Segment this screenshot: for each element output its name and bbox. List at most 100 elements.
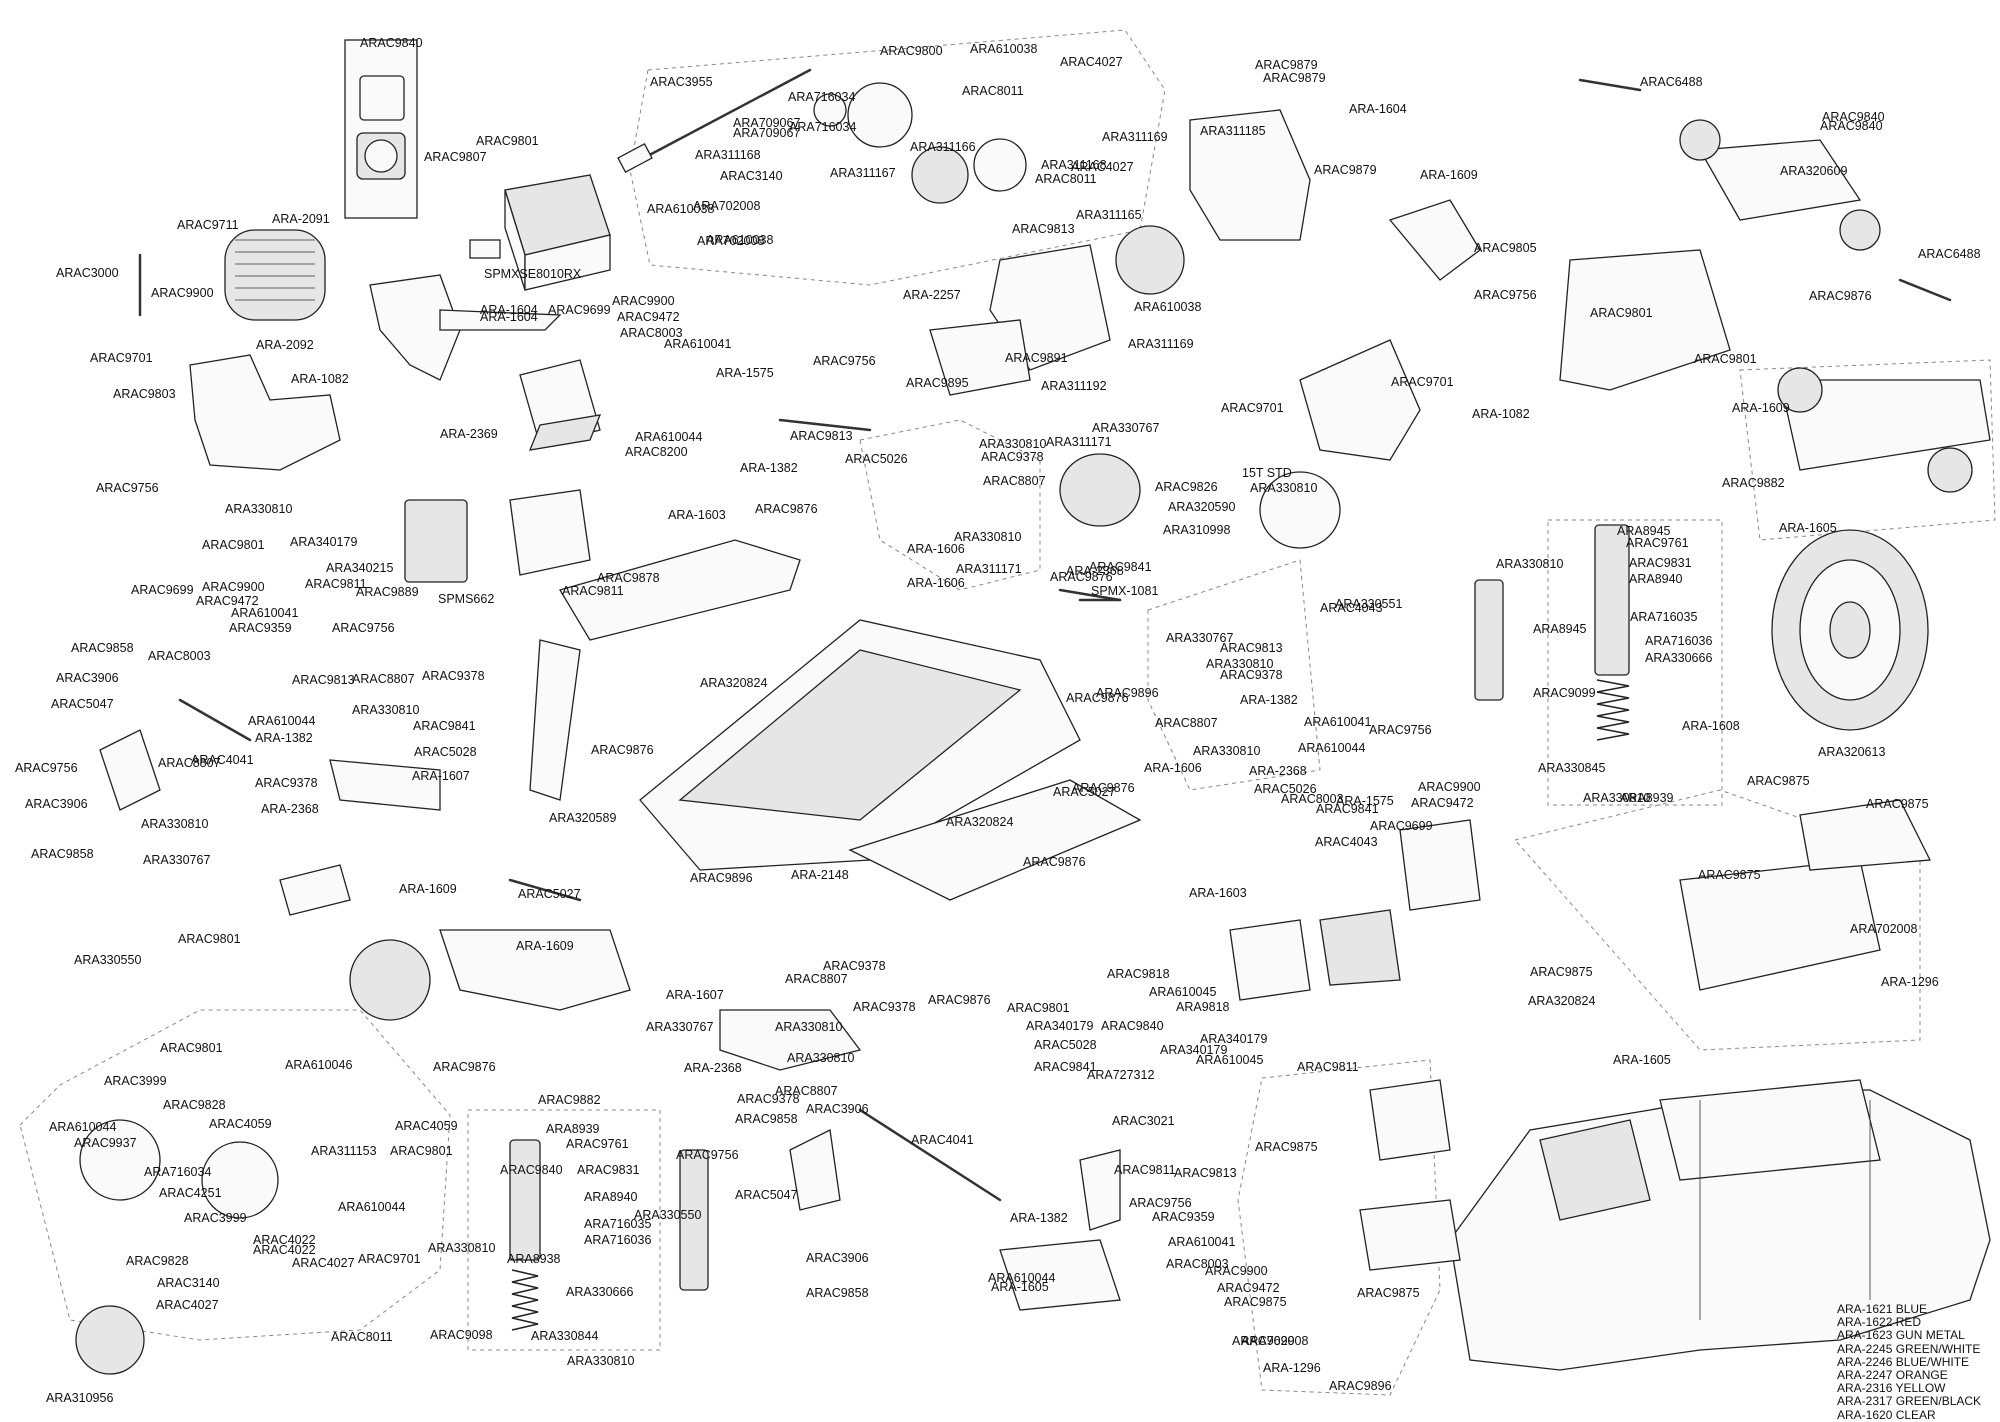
part-label: ARA311169 <box>1102 130 1168 144</box>
part-label: ARAC9840 <box>1101 1019 1164 1033</box>
part-label: ARA610044 <box>338 1200 406 1214</box>
part-label: ARA330666 <box>1645 651 1713 665</box>
rear-shock-body <box>1594 524 1630 676</box>
part-label: ARA330551 <box>1335 597 1403 611</box>
part-label: ARA-1606 <box>907 576 965 590</box>
part-label: ARAC9801 <box>476 134 539 148</box>
part-label: SPMXSE8010RX <box>484 267 582 281</box>
part-label: ARAC9699 <box>1370 819 1433 833</box>
legend-entry: ARA-1620 CLEAR <box>1837 1407 1936 1422</box>
part-label: ARA311192 <box>1041 379 1107 393</box>
part-label: ARAC9875 <box>1530 965 1593 979</box>
part-label: ARAC9811 <box>1297 1060 1359 1074</box>
part-label: ARA-1605 <box>1779 521 1837 535</box>
part-label: ARA610041 <box>1168 1235 1236 1249</box>
part-label: ARA320824 <box>700 676 768 690</box>
truck-body-shell <box>1449 1079 1991 1371</box>
part-label: ARA8945 <box>1617 524 1671 538</box>
part-label: ARAC9099 <box>1533 686 1596 700</box>
part-label: ARA8940 <box>1629 572 1683 586</box>
motor-mount <box>369 274 461 381</box>
part-label: ARA340179 <box>1026 1019 1094 1033</box>
rear-shock <box>1474 579 1504 701</box>
part-label: ARA330810 <box>954 530 1022 544</box>
part-label: ARA610044 <box>635 430 703 444</box>
part-label: ARA330810 <box>1496 557 1564 571</box>
legend-entry: ARA-2245 GREEN/WHITE <box>1837 1341 1981 1356</box>
part-label: ARAC9811 <box>1114 1163 1176 1177</box>
legend-entry: ARA-2316 YELLOW <box>1837 1381 1946 1396</box>
part-label: ARA311168 <box>1041 158 1107 172</box>
part-label: ARA709067 <box>733 116 801 130</box>
part-label: ARA-1607 <box>666 988 724 1002</box>
part-label: ARAC9756 <box>1369 723 1432 737</box>
wheelie-bar-wheel-left <box>1679 119 1721 161</box>
part-label: ARAC9701 <box>358 1252 421 1266</box>
servo-saver <box>1388 199 1481 281</box>
part-label: ARA716036 <box>1645 634 1713 648</box>
part-label: ARAC9801 <box>1007 1001 1070 1015</box>
part-label: ARA330810 <box>428 1241 496 1255</box>
part-label: ARA610044 <box>49 1120 117 1134</box>
receiver-box <box>509 489 591 576</box>
part-label: ARAC9711 <box>177 218 239 232</box>
part-label: ARA-1605 <box>991 1280 1049 1294</box>
part-label: ARA330810 <box>775 1020 843 1034</box>
part-label: ARA610044 <box>988 1271 1056 1285</box>
part-label: ARAC9937 <box>74 1136 137 1150</box>
part-label: ARA610044 <box>248 714 316 728</box>
part-label: ARA311166 <box>910 140 976 154</box>
part-label: ARAC9813 <box>790 429 853 443</box>
bumper-group-outline <box>1237 1059 1441 1396</box>
rear-bumper-group-outline <box>1514 789 1921 1051</box>
part-label: ARAC9841 <box>1034 1060 1097 1074</box>
part-label: ARA-1575 <box>1336 794 1394 808</box>
part-label: SPMX-1081 <box>1091 584 1159 598</box>
part-label: ARAC5028 <box>1034 1038 1097 1052</box>
part-label: ARAC9858 <box>31 847 94 861</box>
part-label: ARA311171 <box>1046 435 1112 449</box>
part-label: ARAC9900 <box>151 286 214 300</box>
part-label: ARAC9876 <box>1050 570 1113 584</box>
part-label: ARA310998 <box>1163 523 1231 537</box>
rear-wing <box>1779 379 1991 471</box>
part-label: ARAC9876 <box>433 1060 496 1074</box>
front-bulkhead <box>189 354 341 471</box>
part-label: ARA702008 <box>693 199 761 213</box>
part-label: ARAC8807 <box>352 672 415 686</box>
part-label: ARAC3906 <box>56 671 119 685</box>
part-label: ARAC9841 <box>1316 802 1379 816</box>
part-label: ARA311165 <box>1076 208 1142 222</box>
part-label: ARAC9378 <box>737 1092 800 1106</box>
part-label: ARAC9801 <box>1694 352 1757 366</box>
part-label: ARA330767 <box>1166 631 1234 645</box>
part-label: ARAC9900 <box>1205 1264 1268 1278</box>
part-label: ARA330810 <box>787 1051 855 1065</box>
part-label: ARA610046 <box>285 1058 353 1072</box>
center-diff <box>1115 225 1185 295</box>
part-label: ARA-2368 <box>1066 564 1124 578</box>
part-label: ARA330767 <box>646 1020 714 1034</box>
part-label: ARAC4027 <box>292 1256 355 1270</box>
part-label: ARA-1609 <box>1420 168 1478 182</box>
part-label: ARAC4043 <box>1320 601 1383 615</box>
wing-wheel-top <box>1777 367 1823 413</box>
part-label: ARAC9840 <box>360 36 423 50</box>
part-label: ARAC8011 <box>962 84 1024 98</box>
part-label: ARA-1606 <box>907 542 965 556</box>
front-bumper <box>439 929 631 1011</box>
part-label: ARA-1609 <box>516 939 574 953</box>
part-label: ARA-1382 <box>255 731 313 745</box>
side-guard-left <box>529 639 581 801</box>
receiver-seal <box>528 414 602 451</box>
part-label: ARAC5028 <box>414 745 477 759</box>
rear-hub-carrier <box>1079 1149 1121 1231</box>
part-label: ARAC8807 <box>158 756 221 770</box>
part-label: ARAC9875 <box>1224 1295 1287 1309</box>
part-label: ARAC9761 <box>1626 536 1689 550</box>
part-label: ARAC9807 <box>424 150 487 164</box>
part-label: ARAC9889 <box>356 585 419 599</box>
part-label: ARAC9840 <box>500 1163 563 1177</box>
